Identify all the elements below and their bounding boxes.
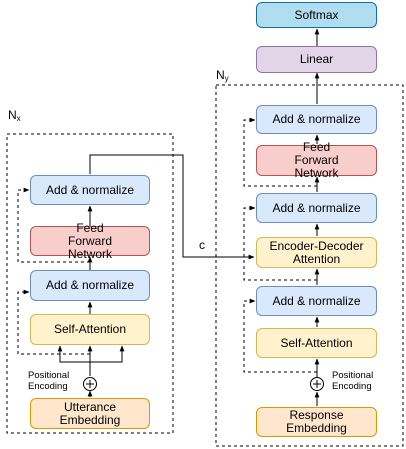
encoder-positional-encoding-label: Positional Encoding — [28, 370, 70, 392]
decoder-self-attention: Self-Attention — [256, 328, 377, 358]
encoder-plus-glyph — [86, 380, 94, 388]
decoder-feed-forward: Feed Forward Network — [256, 141, 377, 180]
decoder-response-embedding: Response Embedding — [256, 407, 377, 437]
encoder-utterance-embedding: Utterance Embedding — [30, 398, 150, 429]
decoder-softmax: Softmax — [256, 2, 377, 28]
encoder-arrows — [57, 154, 255, 397]
decoder-stack-subscript: y — [224, 74, 229, 83]
decoder-add-normalize-bottom: Add & normalize — [256, 286, 377, 316]
decoder-add-normalize-mid: Add & normalize — [256, 193, 377, 223]
decoder-linear: Linear — [256, 46, 377, 73]
context-connection-label: c — [199, 238, 205, 252]
encoder-feed-forward: Feed Forward Network — [30, 221, 150, 260]
decoder-positional-encoding-label: Positional Encoding — [332, 370, 374, 392]
encoder-residuals — [17, 187, 90, 355]
encoder-stack-label: Nx — [8, 108, 21, 123]
decoder-stack-frame — [215, 84, 404, 447]
encoder-add-normalize-top: Add & normalize — [30, 175, 150, 205]
decoder-residuals — [243, 117, 317, 373]
encoder-self-attention: Self-Attention — [30, 314, 150, 345]
encoder-stack-subscript: x — [16, 114, 21, 123]
encoder-stack-frame — [6, 133, 174, 434]
decoder-plus-glyph — [313, 380, 321, 388]
encoder-add-normalize-bottom: Add & normalize — [30, 270, 150, 301]
decoder-encoder-decoder-attention: Encoder-Decoder Attention — [256, 237, 377, 268]
decoder-add-normalize-top: Add & normalize — [256, 105, 377, 134]
decoder-stack-label: Ny — [216, 68, 229, 83]
